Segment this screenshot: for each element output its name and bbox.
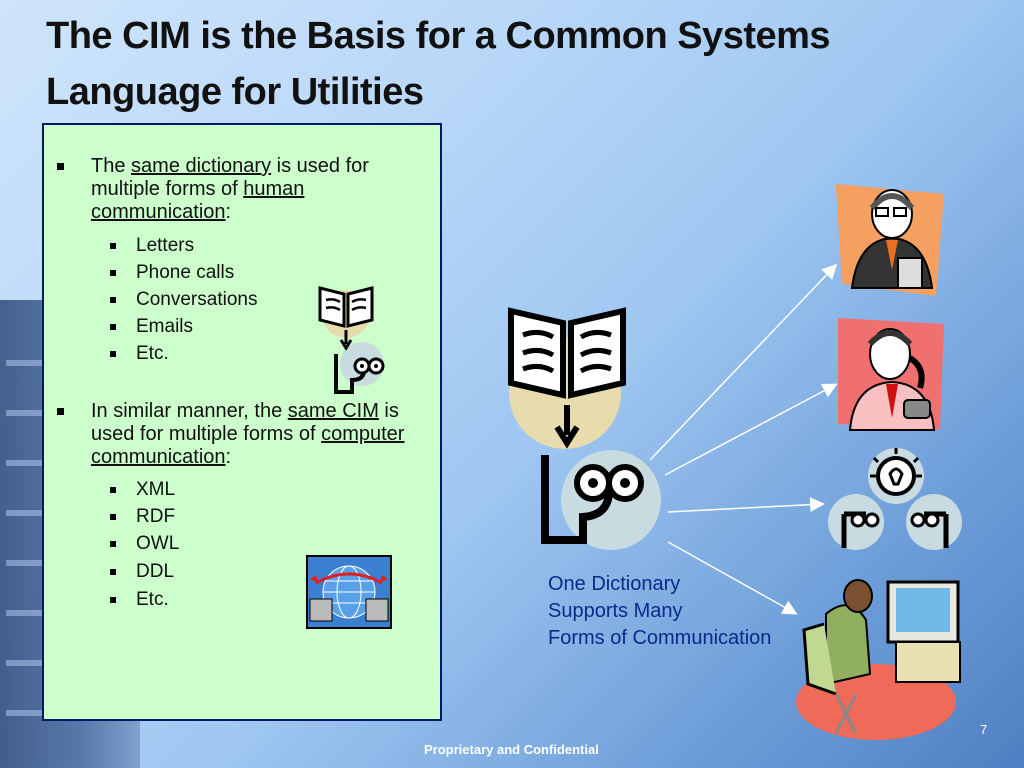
- link-same-cim: same CIM: [287, 400, 379, 422]
- sub-item: Conversations: [110, 288, 257, 311]
- link-same-dictionary: same dictionary: [131, 155, 272, 177]
- link-computer-communication: computer communication: [91, 423, 405, 468]
- page-number: 7: [980, 722, 988, 737]
- book-reader-large-icon: [508, 307, 661, 550]
- bullet-2: In similar manner, the same CIM is used …: [57, 400, 426, 469]
- sub-item: Emails: [110, 315, 193, 338]
- businessman-icon: [836, 184, 944, 296]
- sub-item: OWL: [110, 532, 179, 555]
- sub-item: Etc.: [110, 342, 169, 365]
- phone-caller-icon: [838, 318, 944, 431]
- sub-item: XML: [110, 478, 175, 501]
- book-reader-small-icon: [318, 286, 385, 394]
- globe-network-icon: [306, 555, 392, 629]
- sub-item: RDF: [110, 505, 175, 528]
- computer-user-icon: [796, 579, 961, 740]
- footer-text: Proprietary and Confidential: [424, 742, 599, 757]
- conversation-icon: [828, 448, 962, 550]
- sub-item: Phone calls: [110, 261, 234, 284]
- bullet-marker: [57, 163, 64, 170]
- link-human-communication: human communication: [91, 178, 305, 223]
- bullet-1: The same dictionary is used for multiple…: [57, 155, 421, 224]
- sub-item: Etc.: [110, 588, 169, 611]
- bullet-marker: [57, 408, 64, 415]
- sub-item: DDL: [110, 560, 174, 583]
- sub-item: Letters: [110, 234, 194, 257]
- slide-title: The CIM is the Basis for a Common System…: [46, 15, 831, 113]
- caption: One Dictionary Supports Many Forms of Co…: [548, 573, 772, 649]
